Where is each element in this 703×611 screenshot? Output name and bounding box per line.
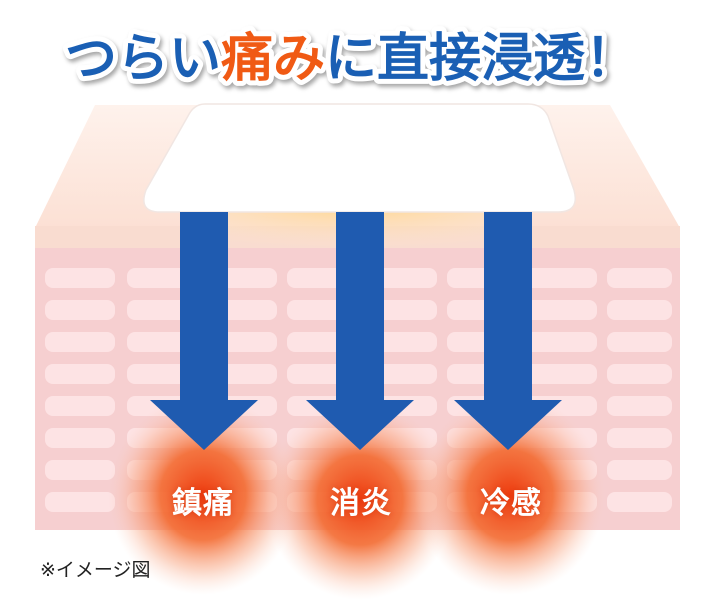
effect-label-cooling: 冷感 <box>480 486 542 521</box>
tissue-cell <box>45 364 115 384</box>
tissue-cell <box>607 492 672 512</box>
svg-text:つらい痛みに直接浸透！: つらい痛みに直接浸透！ <box>65 29 637 89</box>
effect-label-analgesic: 鎮痛 <box>172 486 234 521</box>
tissue-cell <box>45 460 115 480</box>
tissue-cell <box>45 492 115 512</box>
tissue-cell <box>45 428 115 448</box>
tissue-cell <box>607 364 672 384</box>
arrow-3 <box>454 212 562 450</box>
heat-glows <box>108 395 605 600</box>
arrow-1 <box>150 212 258 450</box>
svg-text:つらい痛みに直接浸透！: つらい痛みに直接浸透！ <box>65 29 637 89</box>
tissue-cell <box>45 300 115 320</box>
tissue-cell <box>607 460 672 480</box>
tissue-cell <box>607 428 672 448</box>
headline-part1: つらい <box>65 29 221 89</box>
tissue-cell <box>45 332 115 352</box>
tissue-cell <box>45 396 115 416</box>
headline: つらい痛みに直接浸透！ つらい痛みに直接浸透！ <box>0 18 703 98</box>
patch <box>143 103 576 213</box>
tissue-cell <box>607 268 672 288</box>
tissue-cell <box>45 268 115 288</box>
effect-label-anti-inflammatory: 消炎 <box>330 486 392 521</box>
tissue-cell <box>607 332 672 352</box>
headline-accent: 痛み <box>221 29 325 89</box>
image-note: ※イメージ図 <box>40 559 151 581</box>
penetration-arrows <box>150 212 562 450</box>
tissue-cell <box>607 396 672 416</box>
headline-part3: に直接浸透！ <box>325 29 637 89</box>
tissue-cell <box>607 300 672 320</box>
arrow-2 <box>306 212 414 450</box>
